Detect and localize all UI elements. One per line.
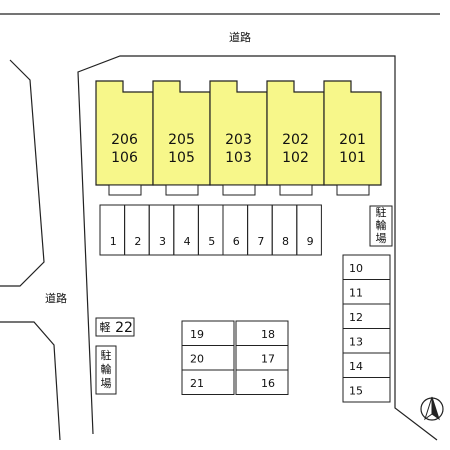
parking-number-11: 11 (349, 287, 363, 300)
parking-space-9 (296, 204, 322, 256)
parking-column-right: 10 11 12 13 14 15 (342, 254, 391, 403)
bicycle-parking-right-box (369, 205, 393, 247)
building-balcony (222, 184, 256, 196)
parking-number-18: 18 (261, 328, 275, 341)
kei-space-number: 22 (115, 320, 133, 336)
parking-number-4: 4 (184, 235, 191, 248)
parking-number-6: 6 (233, 235, 240, 248)
bicycle-parking-left-char-2: 輪 (101, 362, 112, 376)
parking-number-12: 12 (349, 311, 363, 324)
left-road-edge-upper (0, 59, 45, 287)
parking-block-left: 19 20 21 (181, 320, 235, 395)
kei-space-box (95, 317, 135, 337)
parking-row-top: 1 2 3 4 5 6 7 8 9 (99, 204, 322, 256)
unit-number-upper: 202 (282, 132, 309, 148)
parking-number-8: 8 (282, 235, 289, 248)
left-road-edge-lower (0, 321, 61, 441)
unit-number-upper: 205 (168, 132, 195, 148)
parking-space-21 (181, 369, 235, 395)
unit-number-lower: 101 (339, 150, 366, 166)
unit-number-lower: 103 (225, 150, 252, 166)
left-road-label: 道路 (45, 291, 67, 305)
unit-number-lower: 102 (282, 150, 309, 166)
parking-number-10: 10 (349, 262, 363, 275)
parking-number-7: 7 (257, 235, 264, 248)
building-balcony (108, 184, 142, 196)
parking-number-3: 3 (159, 235, 166, 248)
unit-number-upper: 203 (225, 132, 252, 148)
bicycle-parking-right-char-2: 輪 (376, 218, 387, 232)
building-balcony (279, 184, 313, 196)
unit-number-upper: 201 (339, 132, 366, 148)
parking-number-17: 17 (261, 353, 275, 366)
bicycle-parking-left-char-1: 駐 (101, 348, 112, 362)
building-balcony (165, 184, 199, 196)
parking-number-1: 1 (110, 235, 117, 248)
parking-space-15 (342, 377, 391, 403)
bicycle-parking-left-box (95, 345, 117, 395)
parking-number-15: 15 (349, 385, 363, 398)
parking-number-9: 9 (307, 235, 314, 248)
kei-space-prefix: 軽 (100, 321, 111, 334)
parking-number-16: 16 (261, 377, 275, 390)
parking-number-5: 5 (208, 235, 215, 248)
parking-number-13: 13 (349, 336, 363, 349)
unit-number-lower: 106 (111, 150, 138, 166)
top-road-label: 道路 (229, 30, 251, 44)
parking-number-19: 19 (190, 328, 204, 341)
building-outline (323, 80, 382, 186)
bicycle-parking-right-char-1: 駐 (376, 205, 387, 219)
unit-number-lower: 105 (168, 150, 195, 166)
building-balcony (336, 184, 370, 196)
parking-number-14: 14 (349, 360, 363, 373)
bicycle-parking-right-char-3: 場 (376, 232, 387, 245)
parking-number-2: 2 (134, 235, 141, 248)
unit-number-upper: 206 (111, 132, 138, 148)
parking-number-20: 20 (190, 353, 204, 366)
site-boundary (77, 55, 438, 441)
parking-block-right: 18 17 16 (235, 320, 289, 395)
parking-number-21: 21 (190, 377, 204, 390)
bicycle-parking-left-char-3: 場 (101, 377, 112, 390)
north-arrow-icon (420, 396, 444, 421)
parking-space-16 (235, 369, 289, 395)
